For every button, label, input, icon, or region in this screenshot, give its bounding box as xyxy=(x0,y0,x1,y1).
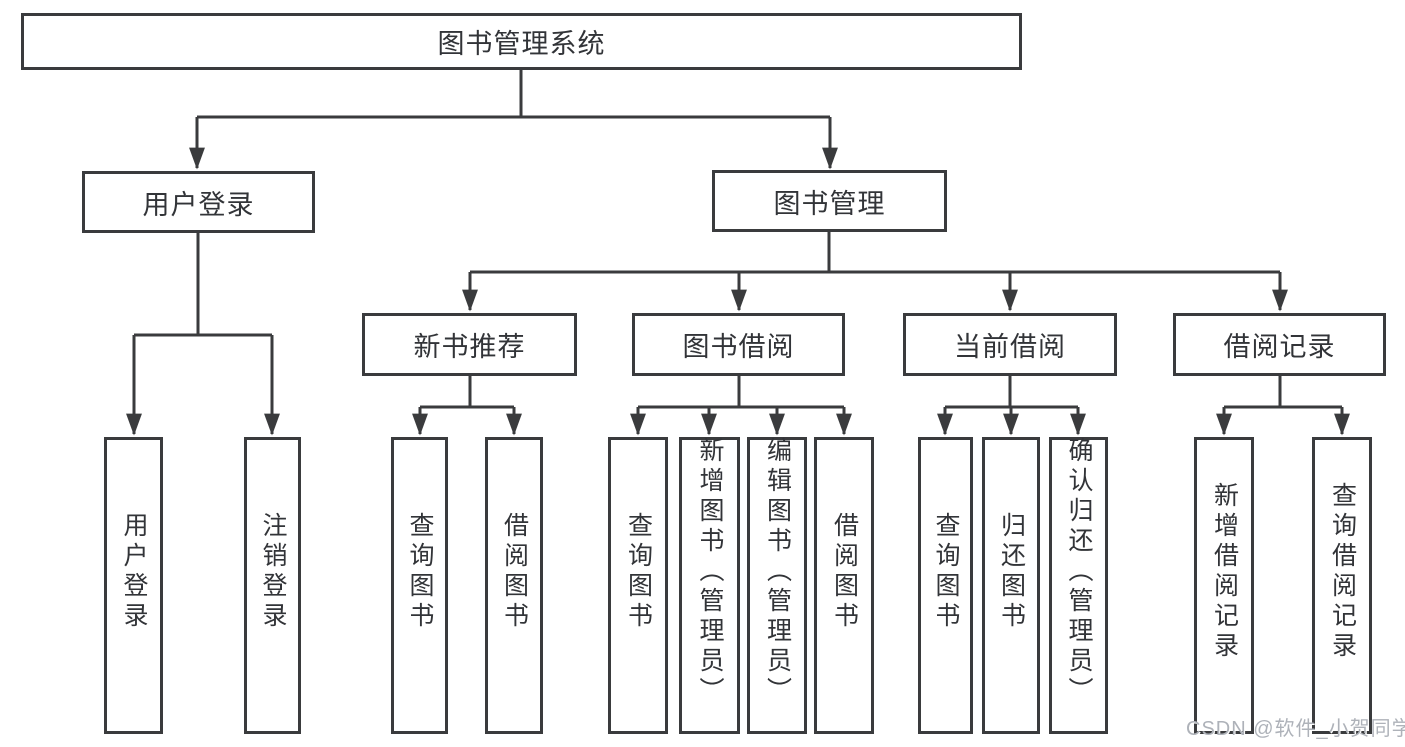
node-new-book-recommend: 新书推荐 xyxy=(362,313,577,376)
leaf-cb-query-books-label: 查询图书 xyxy=(932,511,960,632)
leaf-cb-confirm-return-admin: 确认归还（管理员） xyxy=(1049,437,1108,734)
leaf-nb-borrow-books: 借阅图书 xyxy=(485,437,543,734)
node-book-borrow-label: 图书借阅 xyxy=(682,332,795,362)
node-user-login: 用户登录 xyxy=(82,171,315,233)
leaf-cb-return-books-label: 归还图书 xyxy=(997,511,1026,632)
leaf-cb-query-books: 查询图书 xyxy=(918,437,973,734)
leaf-bb-borrow-books-label: 借阅图书 xyxy=(830,511,859,632)
leaf-bb-query-books-label: 查询图书 xyxy=(624,511,653,632)
node-book-borrow: 图书借阅 xyxy=(632,313,845,376)
leaf-user-login-label: 用户登录 xyxy=(120,511,148,632)
node-root-library-system: 图书管理系统 xyxy=(21,13,1022,70)
leaf-br-add-record: 新增借阅记录 xyxy=(1194,437,1254,734)
node-book-management-label: 图书管理 xyxy=(773,188,886,219)
leaf-bb-edit-books-admin: 编辑图书（管理员） xyxy=(747,437,807,734)
leaf-br-query-record-label: 查询借阅记录 xyxy=(1328,481,1357,662)
node-borrow-records: 借阅记录 xyxy=(1173,313,1386,376)
node-current-borrow-label: 当前借阅 xyxy=(954,332,1066,362)
leaf-logout-label: 注销登录 xyxy=(259,511,287,632)
node-new-book-recommend-label: 新书推荐 xyxy=(413,332,526,362)
node-borrow-records-label: 借阅记录 xyxy=(1223,332,1336,362)
leaf-bb-query-books: 查询图书 xyxy=(608,437,668,734)
leaf-user-login: 用户登录 xyxy=(104,437,163,734)
leaf-nb-query-books-label: 查询图书 xyxy=(406,511,434,632)
node-book-management: 图书管理 xyxy=(712,170,947,232)
leaf-br-query-record: 查询借阅记录 xyxy=(1312,437,1372,734)
leaf-nb-borrow-books-label: 借阅图书 xyxy=(500,511,529,632)
leaf-logout: 注销登录 xyxy=(244,437,301,734)
watermark: CSDN @软件_小贺同学 xyxy=(1186,718,1405,740)
leaf-br-add-record-label: 新增借阅记录 xyxy=(1210,481,1239,662)
leaf-cb-return-books: 归还图书 xyxy=(982,437,1040,734)
node-current-borrow: 当前借阅 xyxy=(903,313,1117,376)
leaf-bb-add-books-admin: 新增图书（管理员） xyxy=(679,437,740,734)
leaf-nb-query-books: 查询图书 xyxy=(391,437,448,734)
node-user-login-label: 用户登录 xyxy=(142,189,255,220)
connector-arrows xyxy=(126,117,1350,436)
leaf-cb-confirm-return-admin-label: 确认归还（管理员） xyxy=(1065,436,1093,707)
leaf-bb-borrow-books: 借阅图书 xyxy=(814,437,874,734)
leaf-bb-add-books-admin-label: 新增图书（管理员） xyxy=(696,436,724,707)
leaf-bb-edit-books-admin-label: 编辑图书（管理员） xyxy=(763,436,792,707)
node-root-label: 图书管理系统 xyxy=(437,29,606,59)
